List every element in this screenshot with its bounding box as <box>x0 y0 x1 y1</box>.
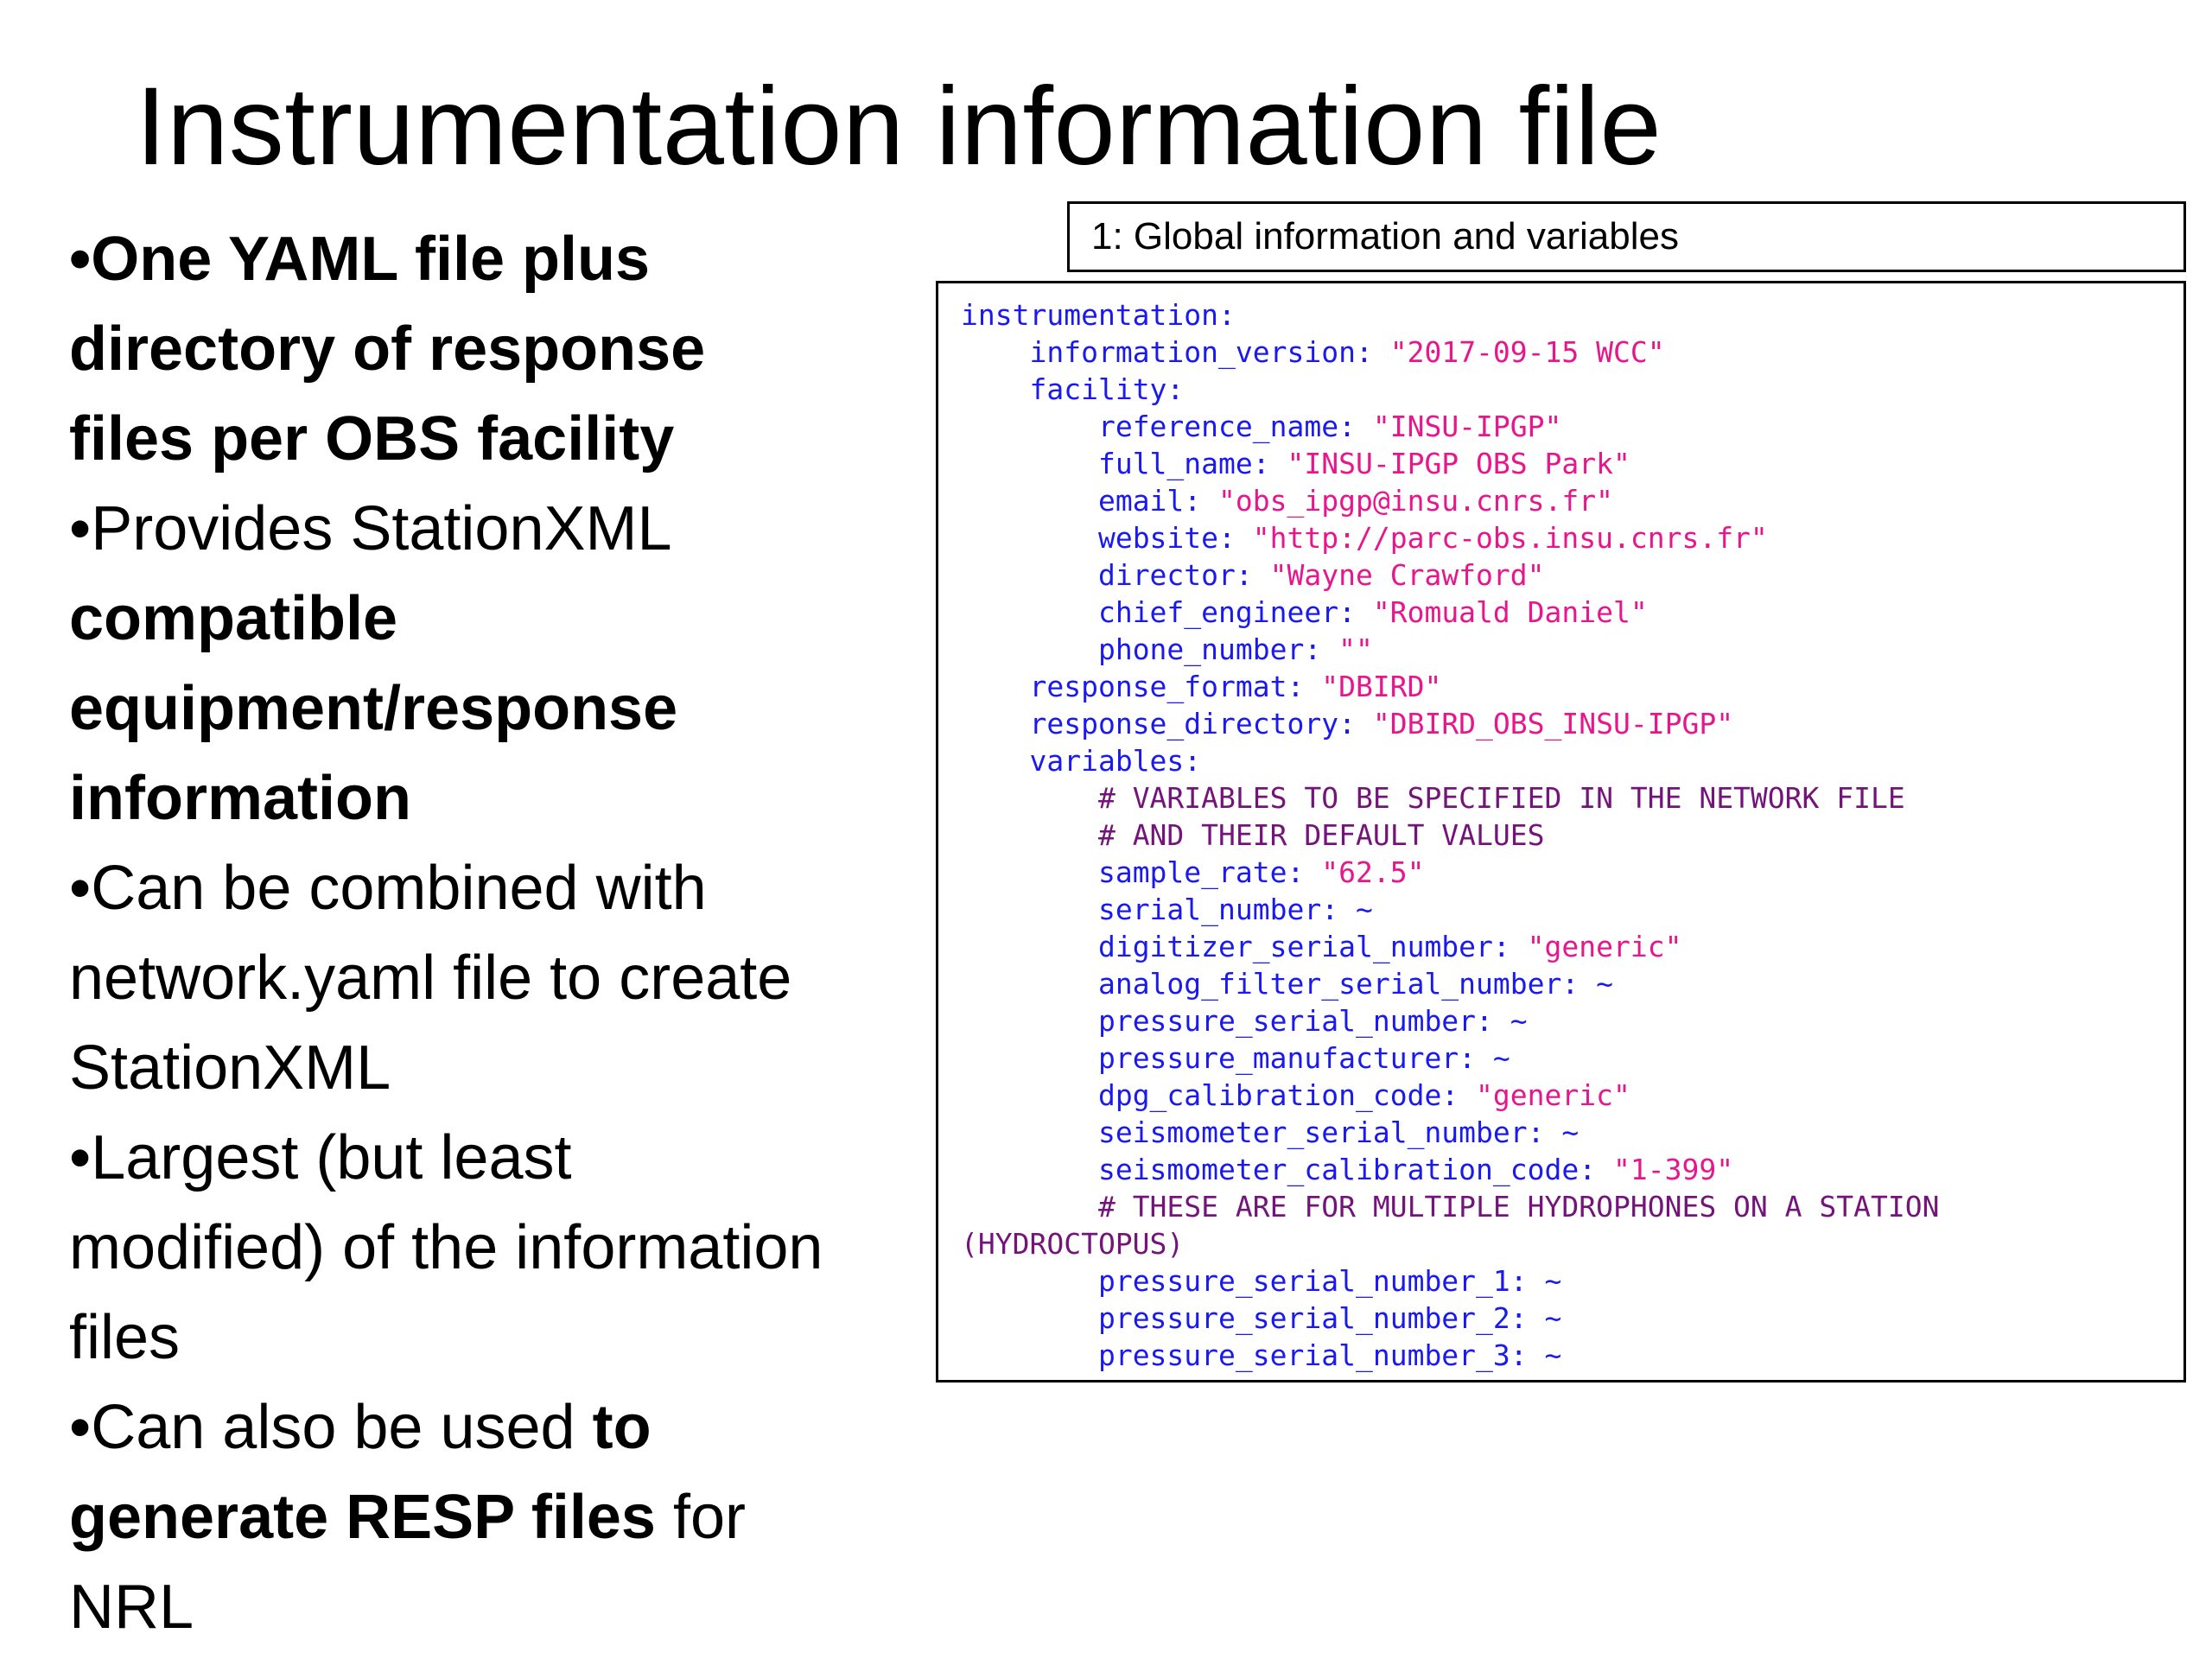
yaml-value: "DBIRD" <box>1321 670 1442 703</box>
yaml-comment: # VARIABLES TO BE SPECIFIED IN THE NETWO… <box>1097 781 1905 815</box>
yaml-comment: # AND THEIR DEFAULT VALUES <box>1097 818 1545 852</box>
yaml-key: digitizer_serial_number: <box>1097 930 1528 963</box>
yaml-null: ~ <box>1544 1338 1562 1372</box>
yaml-key: pressure_serial_number_2: <box>1097 1301 1545 1335</box>
yaml-value: "Wayne Crawford" <box>1269 558 1545 592</box>
bullet-list: •One YAML file plus directory of respons… <box>69 214 830 1652</box>
yaml-value: "INSU-IPGP OBS Park" <box>1287 447 1630 480</box>
code-line: seismometer_serial_number: ~ <box>961 1114 2183 1151</box>
yaml-null: ~ <box>1355 893 1373 926</box>
yaml-value: "generic" <box>1527 930 1682 963</box>
yaml-value: "DBIRD_OBS_INSU-IPGP" <box>1372 707 1734 741</box>
code-line: response_directory: "DBIRD_OBS_INSU-IPGP… <box>961 705 2183 742</box>
yaml-null: ~ <box>1561 1116 1580 1149</box>
yaml-key: response_directory: <box>1029 707 1373 741</box>
code-line: full_name: "INSU-IPGP OBS Park" <box>961 445 2183 482</box>
yaml-key: information_version: <box>1029 335 1390 369</box>
code-caption: 1: Global information and variables <box>1067 201 2186 272</box>
bullet-bold-text: •One YAML file plus directory of respons… <box>69 225 706 474</box>
yaml-key: pressure_manufacturer: <box>1097 1041 1493 1075</box>
code-line: pressure_serial_number_2: ~ <box>961 1300 2183 1337</box>
yaml-key: sample_rate: <box>1097 855 1322 889</box>
yaml-null: ~ <box>1492 1041 1510 1075</box>
code-line: phone_number: "" <box>961 631 2183 668</box>
yaml-key: response_format: <box>1029 670 1322 703</box>
slide-title: Instrumentation information file <box>136 65 1662 188</box>
code-line: chief_engineer: "Romuald Daniel" <box>961 594 2183 631</box>
yaml-key: email: <box>1097 484 1219 518</box>
bullet-text: •Can also be used <box>69 1393 593 1462</box>
yaml-key: seismometer_calibration_code: <box>1097 1153 1613 1186</box>
bullet-text: •Largest (but least modified) of the inf… <box>69 1123 823 1372</box>
code-line: pressure_serial_number: ~ <box>961 1002 2183 1039</box>
code-line: seismometer_calibration_code: "1-399" <box>961 1151 2183 1188</box>
yaml-value: "INSU-IPGP" <box>1372 410 1562 443</box>
yaml-value: "2017-09-15 WCC" <box>1389 335 1665 369</box>
yaml-value: "" <box>1338 632 1373 666</box>
yaml-key: serial_number: <box>1097 893 1356 926</box>
bullet-item: •Can also be used to generate RESP files… <box>69 1382 830 1652</box>
code-line: pressure_manufacturer: ~ <box>961 1039 2183 1077</box>
yaml-key: instrumentation: <box>961 298 1236 332</box>
yaml-key: chief_engineer: <box>1097 595 1373 629</box>
yaml-null: ~ <box>1544 1264 1562 1298</box>
yaml-key: dpg_calibration_code: <box>1097 1078 1477 1112</box>
yaml-key: variables: <box>1029 744 1202 778</box>
code-line: digitizer_serial_number: "generic" <box>961 928 2183 965</box>
code-line: director: "Wayne Crawford" <box>961 556 2183 594</box>
yaml-key: pressure_serial_number_1: <box>1097 1264 1545 1298</box>
code-line: facility: <box>961 371 2183 408</box>
yaml-value: "1-399" <box>1612 1153 1734 1186</box>
yaml-code-block: instrumentation: information_version: "2… <box>936 281 2186 1382</box>
yaml-key: pressure_serial_number_3: <box>1097 1338 1545 1372</box>
yaml-key: pressure_serial_number: <box>1097 1004 1510 1038</box>
bullet-text: •Can be combined with network.yaml file … <box>69 854 792 1103</box>
yaml-null: ~ <box>1596 967 1613 1001</box>
code-line: pressure_serial_number_3: ~ <box>961 1337 2183 1374</box>
yaml-value: "http://parc-obs.insu.cnrs.fr" <box>1252 521 1768 555</box>
code-line: analog_filter_serial_number: ~ <box>961 965 2183 1002</box>
code-line: instrumentation: <box>961 296 2183 334</box>
yaml-key: director: <box>1097 558 1270 592</box>
code-line: pressure_serial_number_1: ~ <box>961 1262 2183 1300</box>
yaml-key: reference_name: <box>1097 410 1373 443</box>
code-line: # VARIABLES TO BE SPECIFIED IN THE NETWO… <box>961 779 2183 817</box>
code-line: # THESE ARE FOR MULTIPLE HYDROPHONES ON … <box>961 1188 2183 1225</box>
code-line: reference_name: "INSU-IPGP" <box>961 408 2183 445</box>
code-line: information_version: "2017-09-15 WCC" <box>961 334 2183 371</box>
code-line: serial_number: ~ <box>961 891 2183 928</box>
yaml-key: facility: <box>1029 372 1185 406</box>
code-line: sample_rate: "62.5" <box>961 854 2183 891</box>
bullet-item: •Largest (but least modified) of the inf… <box>69 1113 830 1382</box>
bullet-text: for NRL <box>69 1483 747 1642</box>
yaml-key: analog_filter_serial_number: <box>1097 967 1597 1001</box>
code-line: (HYDROCTOPUS) <box>961 1225 2183 1262</box>
bullet-bold-text: compatible equipment/response informatio… <box>69 584 678 833</box>
yaml-key: website: <box>1097 521 1253 555</box>
code-line: # AND THEIR DEFAULT VALUES <box>961 817 2183 854</box>
bullet-item: •Can be combined with network.yaml file … <box>69 843 830 1113</box>
code-line: email: "obs_ipgp@insu.cnrs.fr" <box>961 482 2183 519</box>
code-line: variables: <box>961 742 2183 779</box>
yaml-null: ~ <box>1510 1004 1528 1038</box>
yaml-value: "generic" <box>1476 1078 1630 1112</box>
yaml-comment: (HYDROCTOPUS) <box>961 1227 1185 1261</box>
yaml-key: phone_number: <box>1097 632 1339 666</box>
bullet-bold-text: to generate RESP files <box>69 1393 656 1552</box>
yaml-key: seismometer_serial_number: <box>1097 1116 1562 1149</box>
yaml-null: ~ <box>1544 1301 1562 1335</box>
yaml-value: "Romuald Daniel" <box>1372 595 1648 629</box>
yaml-value: "obs_ipgp@insu.cnrs.fr" <box>1218 484 1613 518</box>
bullet-item: •Provides StationXML compatible equipmen… <box>69 484 830 843</box>
code-line: response_format: "DBIRD" <box>961 668 2183 705</box>
bullet-item: •One YAML file plus directory of respons… <box>69 214 830 484</box>
code-line: dpg_calibration_code: "generic" <box>961 1077 2183 1114</box>
code-line: website: "http://parc-obs.insu.cnrs.fr" <box>961 519 2183 556</box>
yaml-value: "62.5" <box>1321 855 1425 889</box>
bullet-text: •Provides StationXML <box>69 494 670 563</box>
yaml-comment: # THESE ARE FOR MULTIPLE HYDROPHONES ON … <box>1097 1190 1940 1224</box>
yaml-key: full_name: <box>1097 447 1287 480</box>
